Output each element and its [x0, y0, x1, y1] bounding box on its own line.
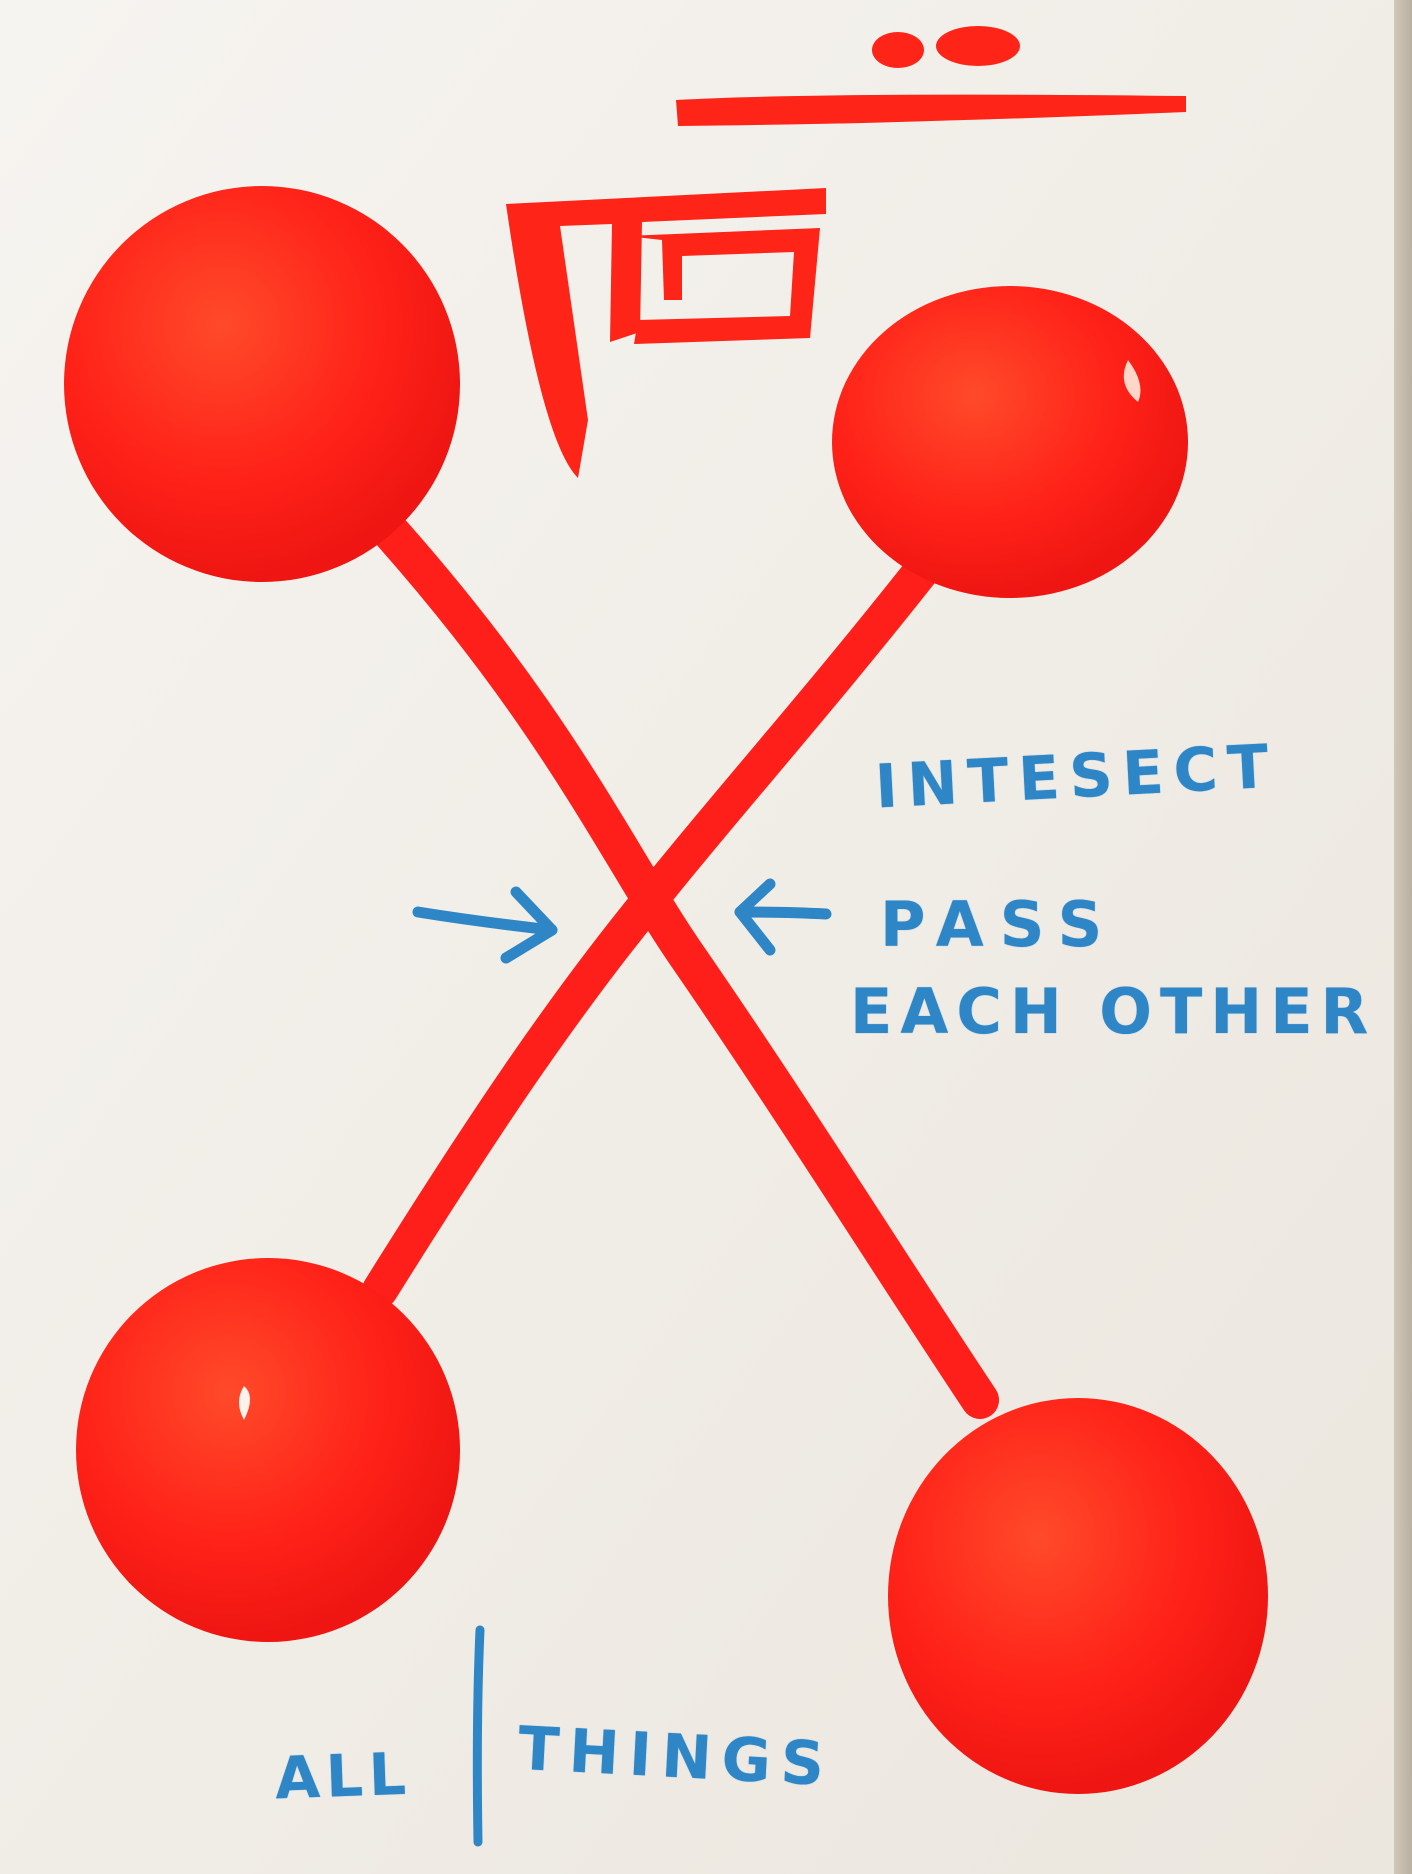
pointer-arrows	[412, 878, 832, 964]
balls	[64, 186, 1268, 1794]
crossing-rods	[361, 501, 999, 1419]
annotation-line-3: EACH OTHER	[850, 975, 1377, 1048]
rod-top-right-to-bottom-left	[362, 542, 948, 1308]
ball-bottom-left	[76, 1258, 460, 1642]
arrow-left-icon	[734, 878, 832, 956]
ball-top-right	[832, 286, 1188, 598]
footer-divider	[472, 1625, 485, 1847]
red-brush-glyph-icon	[506, 26, 1186, 478]
paper-edge-shadow	[1394, 0, 1412, 1874]
ball-top-left	[64, 186, 460, 582]
annotation-line-2: PASS	[880, 888, 1119, 961]
arrow-right-icon	[412, 886, 558, 964]
footer-left-text: ALL	[273, 1739, 413, 1813]
ball-bottom-right	[888, 1398, 1268, 1794]
rod-top-left-to-bottom-right	[361, 501, 999, 1419]
